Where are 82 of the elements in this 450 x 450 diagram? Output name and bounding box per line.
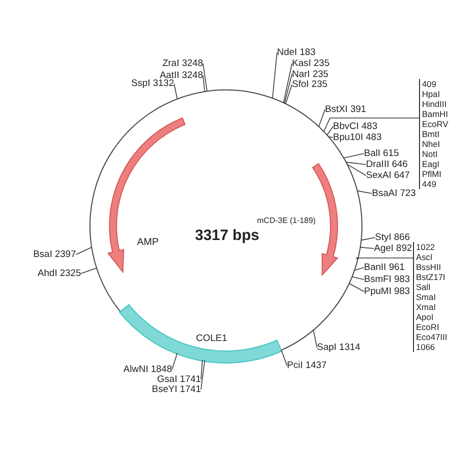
feature-label: AMP xyxy=(137,237,159,248)
site-label: SalI xyxy=(416,282,432,292)
site-label: BstXI 391 xyxy=(325,104,366,115)
site-label: BssHII xyxy=(416,262,442,272)
leader-line xyxy=(323,118,420,132)
leader-line xyxy=(346,162,366,165)
site-label: BsaAI 723 xyxy=(372,188,416,199)
leader-line xyxy=(318,109,326,127)
site-label: AhdI 2325 xyxy=(38,268,81,279)
site-label: XmaI xyxy=(416,302,437,312)
leader-line xyxy=(352,276,364,280)
site-label: 449 xyxy=(422,179,438,189)
site-label: PpuMI 983 xyxy=(364,286,410,297)
site-label: HpaI xyxy=(422,89,441,99)
site-label: SmaI xyxy=(416,292,437,302)
leader-line xyxy=(360,246,374,249)
feature-label: mCD-3E (1-189) xyxy=(257,215,316,226)
site-label: NotI xyxy=(422,149,439,159)
leader-line xyxy=(357,190,372,194)
site-label: 1066 xyxy=(416,342,436,352)
leader-line xyxy=(326,126,334,136)
site-label: PflMI xyxy=(422,169,442,179)
leader-line xyxy=(360,237,376,241)
size-label: 3317 bps xyxy=(195,230,260,241)
site-label: BsaI 2397 xyxy=(33,249,76,260)
site-label: SfoI 235 xyxy=(292,79,328,90)
leader-line xyxy=(285,84,292,104)
leader-line xyxy=(284,74,292,104)
site-label: AatII 3248 xyxy=(160,70,203,81)
leader-line xyxy=(328,136,334,138)
site-label: BmtI xyxy=(422,129,440,139)
site-label: SexAI 647 xyxy=(366,170,410,181)
leader-line xyxy=(280,350,288,366)
leader-line xyxy=(76,246,92,255)
leader-line xyxy=(272,52,278,99)
site-label: SspI 3132 xyxy=(131,78,174,89)
site-label: AscI xyxy=(416,252,434,262)
site-label: EcoRV xyxy=(422,119,448,129)
site-label: 409 xyxy=(422,79,438,89)
site-label: BseYI 1741 xyxy=(152,384,201,395)
leader-line xyxy=(202,75,206,92)
leader-line xyxy=(313,330,318,348)
site-label: KasI 235 xyxy=(292,58,330,69)
site-label: DraIII 646 xyxy=(366,159,408,170)
leader-line xyxy=(80,268,98,274)
site-label: AgeI 892 xyxy=(374,243,412,254)
feature-label: COLE1 xyxy=(196,333,228,344)
site-label: HindIII xyxy=(422,99,448,109)
list-bracket xyxy=(413,242,448,352)
site-label: Bpu10I 483 xyxy=(333,132,382,143)
site-label: ZraI 3248 xyxy=(162,58,203,69)
site-label: BbvCI 483 xyxy=(333,121,378,132)
site-label: AlwNI 1848 xyxy=(123,364,172,375)
leader-line xyxy=(283,63,292,104)
site-label: NheI xyxy=(422,139,441,149)
leader-line xyxy=(200,360,203,380)
site-label: BalI 615 xyxy=(364,148,399,159)
leader-line xyxy=(343,153,364,158)
site-label: Eco47III xyxy=(416,332,448,342)
leader-line xyxy=(202,63,208,92)
leader-line xyxy=(356,258,414,260)
leader-line xyxy=(354,267,364,271)
site-label: ApoI xyxy=(416,312,434,322)
site-label: PciI 1437 xyxy=(287,360,327,371)
site-label: SapI 1314 xyxy=(317,342,360,353)
leader-line xyxy=(174,83,178,100)
site-label: EcoRI xyxy=(416,322,440,332)
site-label: BsmFI 983 xyxy=(364,274,410,285)
site-label: NdeI 183 xyxy=(277,47,316,58)
site-label: BstZ17I xyxy=(416,272,446,282)
site-label: 1022 xyxy=(416,242,436,252)
site-label: NarI 235 xyxy=(292,68,328,80)
site-label: BamHI xyxy=(422,109,448,119)
leader-line xyxy=(172,352,178,370)
site-label: StyI 866 xyxy=(375,232,410,243)
leader-line xyxy=(200,360,206,390)
site-label: EagI xyxy=(422,159,440,169)
leader-line xyxy=(348,283,364,292)
list-bracket xyxy=(419,79,448,189)
leader-line xyxy=(346,164,366,176)
site-label: BanII 961 xyxy=(364,262,405,273)
site-label: GsaI 1741 xyxy=(157,374,201,385)
